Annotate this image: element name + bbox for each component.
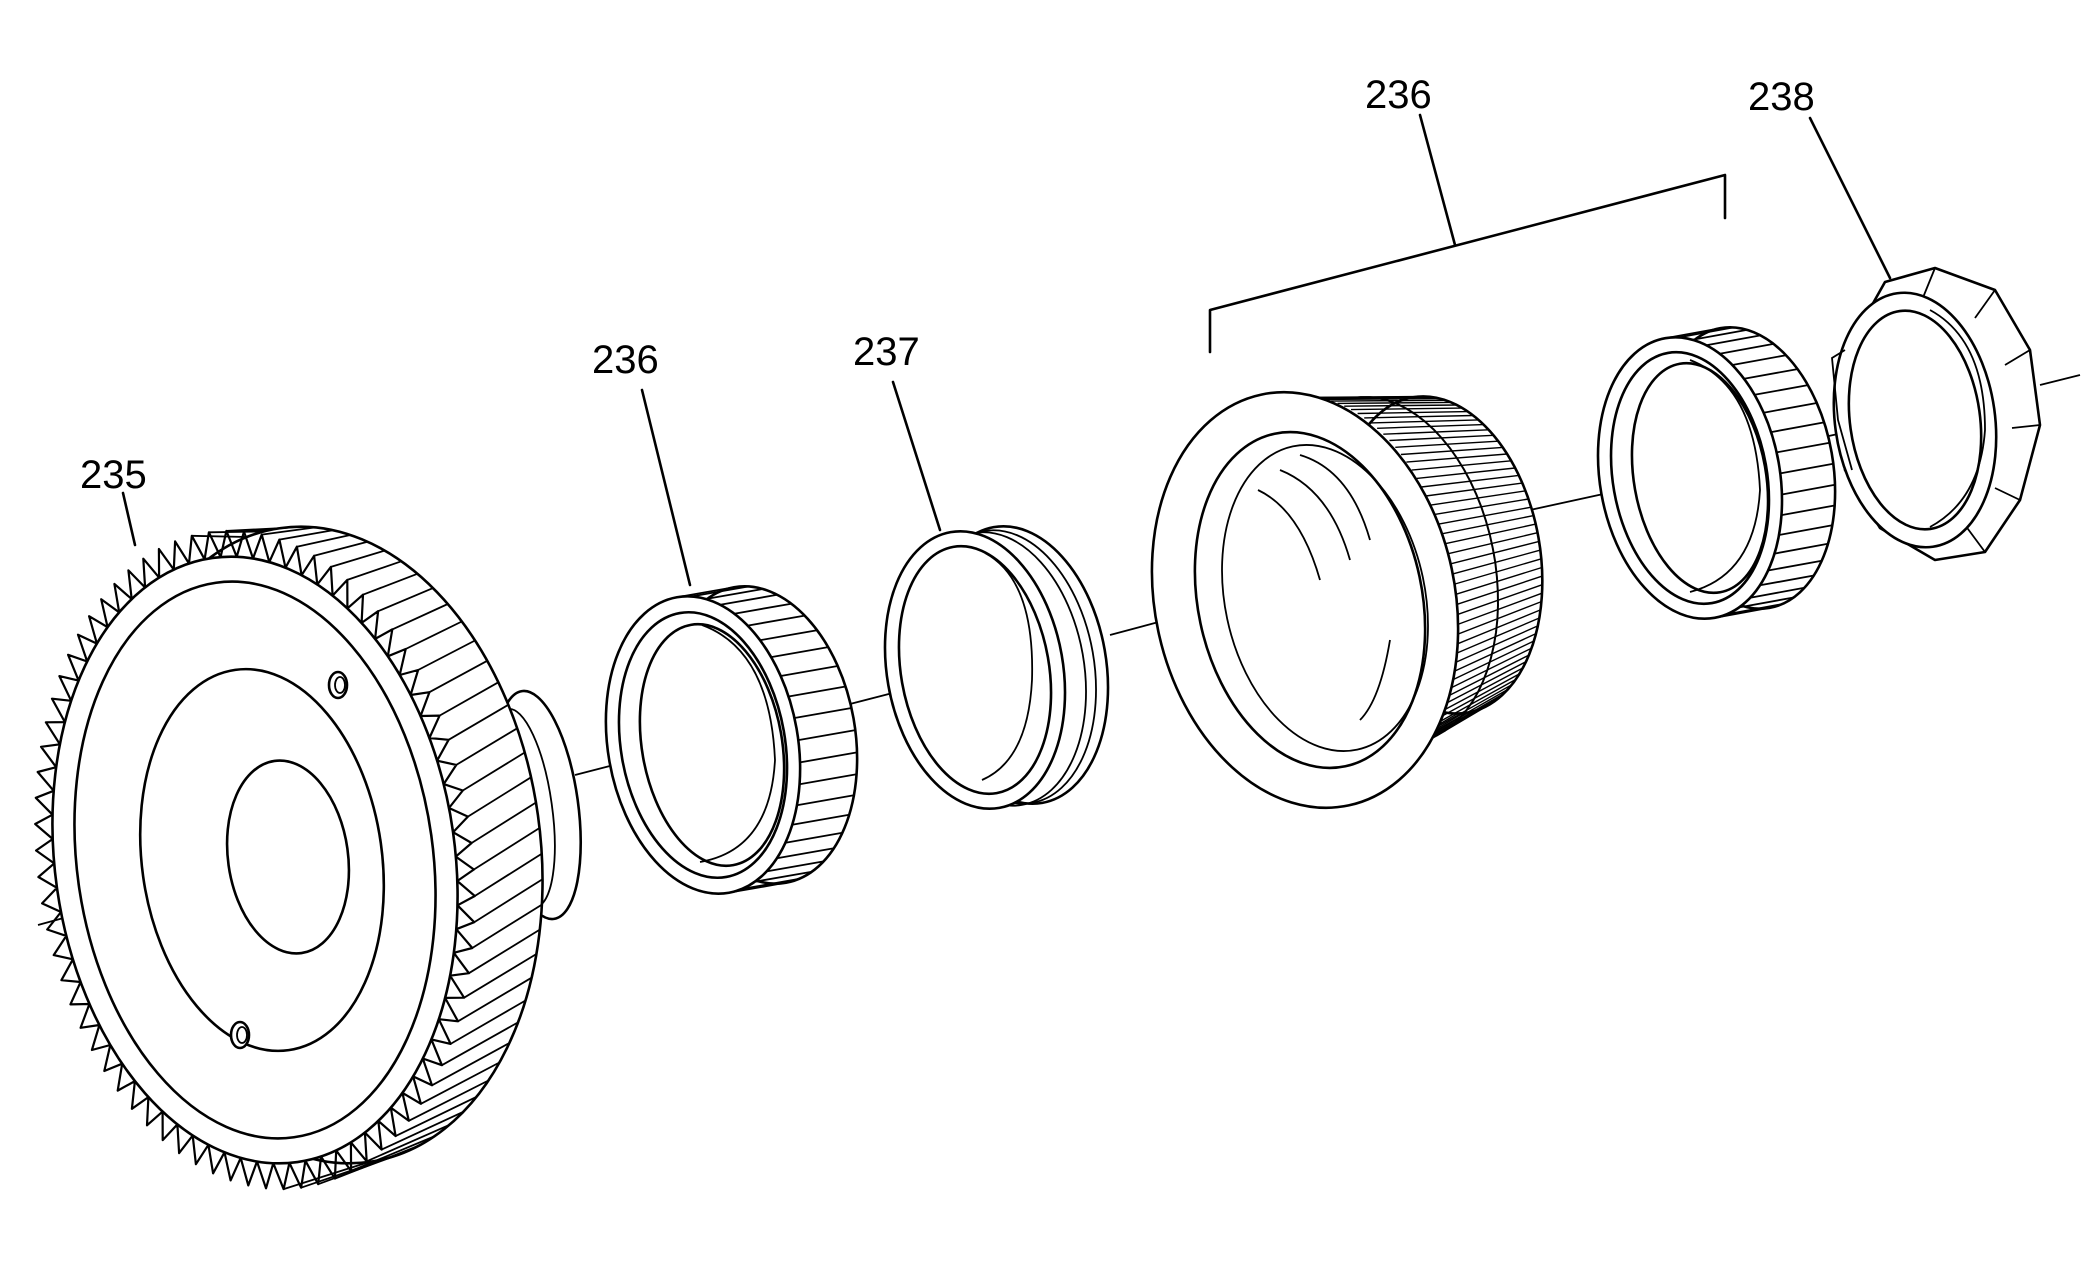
line-art-stroke bbox=[1780, 462, 1834, 475]
leader-lines bbox=[121, 113, 1892, 587]
assembly-splines bbox=[1290, 395, 1543, 774]
hex-nut bbox=[1831, 266, 2042, 562]
callout-236-assembly: 236 bbox=[1365, 73, 1432, 117]
line-art-stroke bbox=[471, 801, 537, 844]
line-art-stroke bbox=[330, 549, 385, 568]
line-art-stroke bbox=[463, 953, 537, 999]
line-art-stroke bbox=[734, 602, 792, 615]
line-art-stroke bbox=[1759, 574, 1815, 587]
bearing-cone bbox=[1596, 326, 1837, 621]
bearing-assembly bbox=[1150, 390, 1544, 810]
gear-bore bbox=[225, 759, 351, 955]
cone-rollers bbox=[1665, 326, 1836, 619]
line-art-stroke bbox=[243, 525, 298, 533]
line-art-stroke bbox=[747, 614, 805, 627]
line-art-stroke bbox=[705, 588, 763, 600]
callout-235: 235 bbox=[80, 453, 147, 497]
line-art-stroke bbox=[467, 776, 532, 818]
line-art-stroke bbox=[720, 593, 778, 606]
line-art-stroke bbox=[776, 847, 835, 860]
line-art-stroke bbox=[691, 585, 749, 598]
line-art-stroke bbox=[473, 878, 543, 923]
line-art-stroke bbox=[208, 530, 264, 534]
line-art-stroke bbox=[798, 729, 856, 741]
line-art-stroke bbox=[377, 587, 434, 613]
line-art-stroke bbox=[1750, 586, 1805, 599]
line-art-stroke bbox=[771, 646, 829, 658]
line-art-stroke bbox=[794, 707, 852, 719]
line-art-stroke bbox=[471, 903, 543, 949]
tapered-roller-bearing bbox=[604, 585, 859, 895]
line-art-stroke bbox=[1678, 326, 1734, 339]
line-art-stroke bbox=[296, 534, 351, 548]
line-art-stroke bbox=[1739, 596, 1794, 609]
line-art-stroke bbox=[408, 1079, 489, 1122]
line-art-stroke bbox=[796, 794, 855, 807]
line-art-stroke bbox=[300, 1157, 387, 1189]
line-art-stroke bbox=[317, 1152, 404, 1186]
assembly-flange bbox=[1150, 390, 1460, 810]
line-art-stroke bbox=[759, 629, 818, 642]
line-art-stroke bbox=[799, 773, 857, 786]
line-art-stroke bbox=[1778, 524, 1833, 536]
line-art-stroke bbox=[474, 852, 543, 897]
line-art-stroke bbox=[1706, 334, 1761, 347]
callout-237: 237 bbox=[853, 330, 920, 374]
line-art-stroke bbox=[283, 1161, 370, 1190]
line-art-stroke bbox=[441, 1021, 519, 1066]
callout-236-left: 236 bbox=[592, 338, 659, 382]
line-art-stroke bbox=[1726, 603, 1782, 616]
line-art-stroke bbox=[391, 603, 449, 631]
line-art-stroke bbox=[405, 620, 463, 650]
line-art-stroke bbox=[799, 751, 858, 764]
line-art-stroke bbox=[279, 529, 333, 541]
line-art-stroke bbox=[780, 665, 838, 677]
callout-labels: 235 236 237 236 238 bbox=[80, 73, 1815, 497]
line-art-stroke bbox=[1692, 329, 1748, 341]
helical-gear bbox=[34, 525, 583, 1191]
line-art-stroke bbox=[792, 813, 850, 826]
line-art-stroke bbox=[468, 928, 541, 974]
line-art-stroke bbox=[741, 878, 800, 890]
line-art-stroke bbox=[420, 1061, 500, 1105]
line-art-stroke bbox=[448, 704, 509, 741]
line-art-stroke bbox=[261, 526, 316, 536]
line-art-stroke bbox=[313, 540, 368, 557]
line-art-stroke bbox=[428, 660, 488, 693]
line-art-stroke bbox=[766, 860, 824, 873]
line-art-stroke bbox=[754, 870, 813, 883]
line-art-stroke bbox=[1754, 384, 1809, 396]
line-art-stroke bbox=[1767, 559, 1822, 572]
line-art-stroke bbox=[1781, 504, 1835, 516]
line-art-stroke bbox=[450, 999, 526, 1045]
line-art-stroke bbox=[431, 1042, 510, 1087]
line-art-stroke bbox=[457, 976, 533, 1023]
line-art-stroke bbox=[1351, 396, 1499, 744]
line-art-stroke bbox=[788, 685, 846, 698]
line-art-stroke bbox=[381, 1110, 464, 1151]
bearing-race bbox=[883, 524, 1110, 811]
line-art-stroke bbox=[362, 572, 418, 596]
line-art-stroke bbox=[395, 1096, 477, 1137]
line-art-stroke bbox=[366, 1124, 450, 1163]
line-art-stroke bbox=[455, 727, 518, 766]
line-art-stroke bbox=[473, 827, 540, 871]
line-art-stroke bbox=[1763, 402, 1817, 414]
line-art-stroke bbox=[785, 831, 843, 844]
line-art-stroke bbox=[439, 681, 499, 717]
line-art-stroke bbox=[1774, 542, 1829, 555]
line-art-stroke bbox=[1743, 368, 1798, 380]
line-art-stroke bbox=[462, 751, 526, 792]
line-art-stroke bbox=[191, 534, 248, 538]
line-art-stroke bbox=[1770, 421, 1825, 433]
line-art-stroke bbox=[347, 560, 402, 581]
callout-238: 238 bbox=[1748, 75, 1815, 119]
line-art-stroke bbox=[1732, 354, 1787, 366]
line-art-stroke bbox=[1719, 343, 1774, 355]
line-art-stroke bbox=[1781, 483, 1836, 496]
line-art-stroke bbox=[417, 639, 476, 671]
line-art-stroke bbox=[1776, 441, 1830, 454]
